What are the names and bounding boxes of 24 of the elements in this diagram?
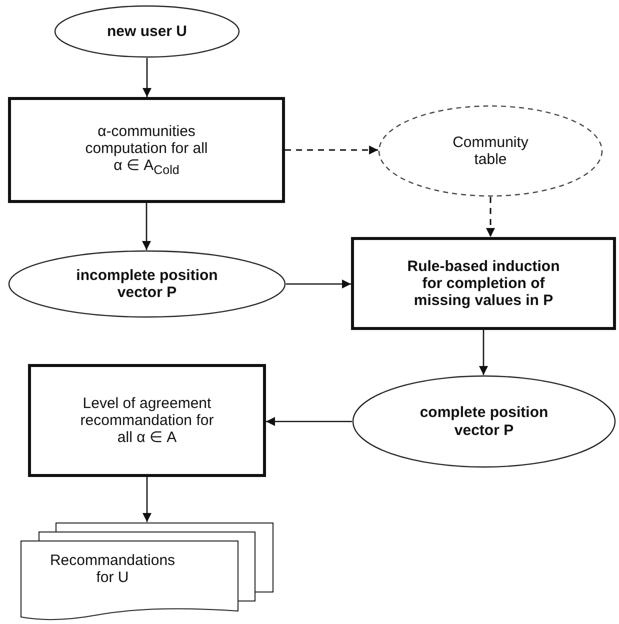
- process-box: [28, 364, 266, 477]
- node-label: Community table: [452, 134, 530, 168]
- arrow: [142, 58, 152, 97]
- arrow: [286, 280, 351, 288]
- node-label: new user U: [106, 22, 188, 40]
- node-label: complete position vector P: [418, 404, 550, 439]
- node-label: Level of agreement recommandation for all α ∈ A: [79, 394, 215, 446]
- arrow: [486, 197, 495, 237]
- node-label: Rule-based induction for completion of missing values in P: [406, 258, 561, 310]
- arrow: [266, 417, 352, 426]
- arrow: [285, 146, 378, 154]
- data-ellipse: [352, 375, 616, 468]
- start-ellipse: [54, 5, 240, 58]
- data-ellipse: [8, 250, 286, 318]
- node-label: incomplete position vector P: [75, 266, 219, 302]
- process-box: [8, 97, 285, 203]
- data-ellipse: [378, 105, 603, 197]
- document-stack: [20, 522, 274, 620]
- arrow: [479, 330, 488, 375]
- arrow: [142, 477, 152, 522]
- process-box: [351, 237, 616, 330]
- arrow: [142, 203, 151, 250]
- node-label: α-communities computation for all α ∈ A$_{Cold}$: [84, 122, 209, 178]
- node-label: Recommandations for U: [48, 552, 176, 586]
